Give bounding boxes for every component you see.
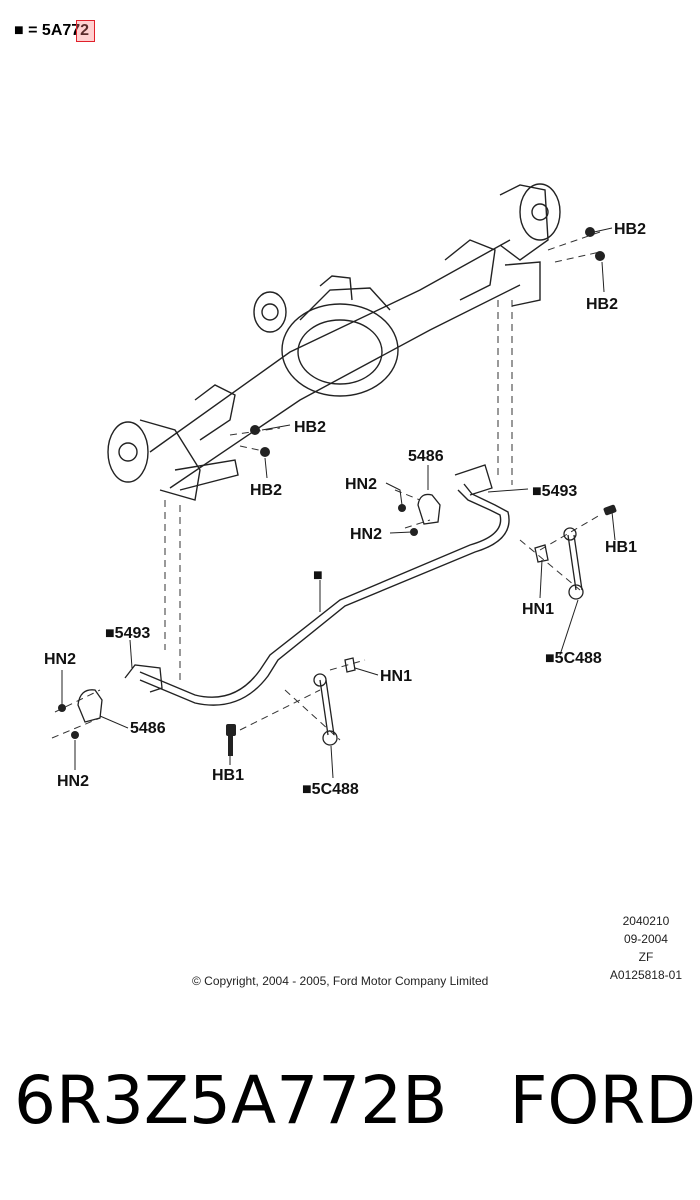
label-5486: 5486 <box>130 720 166 737</box>
label-hb2: HB2 <box>250 482 282 499</box>
leader-lines <box>51 231 601 741</box>
footer: 6R3Z5A772B FORD <box>14 1062 696 1139</box>
highlight-box <box>76 20 95 42</box>
label-hb2: HB2 <box>614 221 646 238</box>
label-hn2: HN2 <box>350 526 382 543</box>
label-hn1: HN1 <box>380 668 412 685</box>
label-hn1: HN1 <box>522 601 554 618</box>
drawing-meta: 2040210 09-2004 ZF A0125818-01 <box>610 912 682 984</box>
meta-line: 2040210 <box>622 914 670 928</box>
label-hn2: HN2 <box>44 651 76 668</box>
legend-marker: ■ <box>14 22 24 39</box>
label-5c488: ■5C488 <box>302 781 359 798</box>
label-5486: 5486 <box>408 448 444 465</box>
copyright-text: © Copyright, 2004 - 2005, Ford Motor Com… <box>192 974 489 988</box>
fasteners <box>58 227 617 756</box>
bar-brackets <box>77 464 493 723</box>
stabilizer-links <box>313 527 584 746</box>
label-hn2: HN2 <box>57 773 89 790</box>
label-5493: ■5493 <box>105 625 150 642</box>
label-hb2: HB2 <box>586 296 618 313</box>
rear-axle-housing <box>107 183 561 501</box>
label-hb1: HB1 <box>605 539 637 556</box>
label-hb1: HB1 <box>212 767 244 784</box>
label-5c488: ■5C488 <box>545 650 602 667</box>
meta-line: A0125818-01 <box>609 968 682 982</box>
meta-line: 09-2004 <box>623 932 668 946</box>
brand-name: FORD <box>509 1062 697 1139</box>
pointer-lines <box>61 227 616 779</box>
label-stabilizer-bar: ■ <box>313 567 323 584</box>
part-number: 6R3Z5A772B <box>14 1062 448 1139</box>
legend-text: = 5A772 <box>28 22 90 39</box>
label-5493: ■5493 <box>532 483 577 500</box>
label-hn2: HN2 <box>345 476 377 493</box>
meta-line: ZF <box>638 950 654 964</box>
label-hb2: HB2 <box>294 419 326 436</box>
legend: ■ = 5A772 <box>14 20 95 42</box>
stabilizer-bar <box>139 483 510 706</box>
